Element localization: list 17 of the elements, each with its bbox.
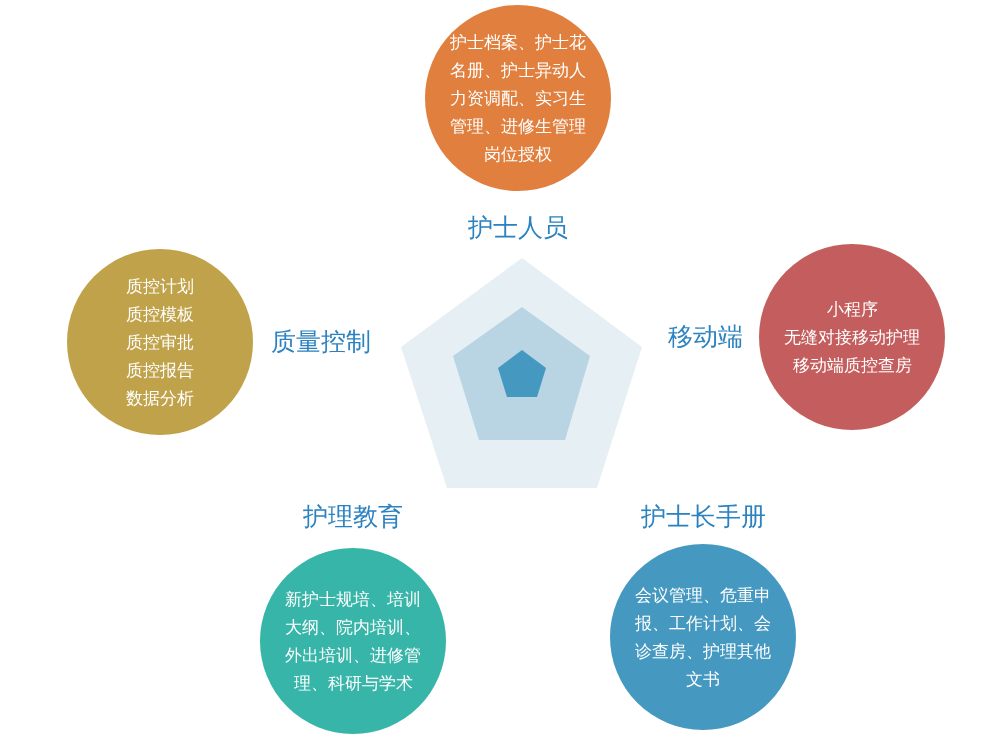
feature-text: 移动端质控查房 (792, 354, 912, 377)
feature-text: 小程序 (826, 298, 878, 321)
category-heading: 护士长手册 (640, 501, 766, 533)
category-heading: 移动端 (668, 321, 743, 353)
feature-text: 无缝对接移动护理 (784, 326, 920, 349)
feature-text: 岗位授权 (484, 143, 552, 166)
category-heading: 护理教育 (303, 501, 403, 533)
feature-text: 护士档案、护士花名册、护士异动人力资调配、实习生管理、进修生管理 (449, 31, 587, 138)
feature-text: 质控审批 (126, 331, 194, 354)
category-heading: 质量控制 (271, 326, 371, 358)
feature-text: 质控模板 (126, 303, 194, 326)
feature-text: 数据分析 (126, 387, 194, 410)
feature-text: 会议管理、危重申报、工作计划、会诊查房、护理其他文书 (634, 584, 772, 691)
feature-text: 质控报告 (126, 359, 194, 382)
feature-text: 新护士规培、培训大纲、院内培训、外出培训、进修管理、科研与学术 (284, 588, 422, 695)
category-heading: 护士人员 (468, 212, 568, 244)
feature-text: 质控计划 (126, 275, 194, 298)
